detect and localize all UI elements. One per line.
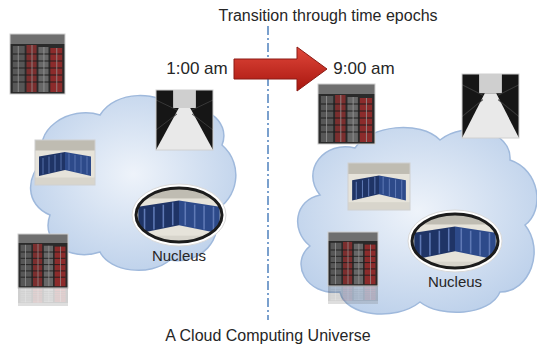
time-label: 1:00 am [166, 59, 227, 79]
time-label: 9:00 am [333, 59, 394, 79]
photo [18, 234, 68, 306]
photo [348, 163, 410, 210]
photo [35, 140, 95, 185]
nucleus-ellipse [408, 210, 502, 272]
nucleus-node: Nucleus [128, 184, 230, 265]
node-label: Nucleus [128, 247, 230, 265]
nucleus-ellipse [132, 184, 226, 246]
photo [318, 84, 375, 144]
caption: A Cloud Computing Universe [165, 327, 370, 345]
photo [328, 232, 378, 304]
photo [10, 34, 65, 94]
caption: A Cloud Computing Universe [165, 327, 370, 345]
time-arrow [234, 47, 327, 91]
cloud-right [298, 128, 537, 315]
title: Transition through time epochs [218, 7, 437, 25]
time-label: 1:00 am [166, 59, 227, 79]
photo [156, 90, 213, 150]
time-label: 9:00 am [333, 59, 394, 79]
photo [462, 74, 519, 138]
title: Transition through time epochs [218, 7, 437, 25]
nucleus-node: Nucleus [404, 210, 506, 291]
node-label: Nucleus [404, 273, 506, 291]
